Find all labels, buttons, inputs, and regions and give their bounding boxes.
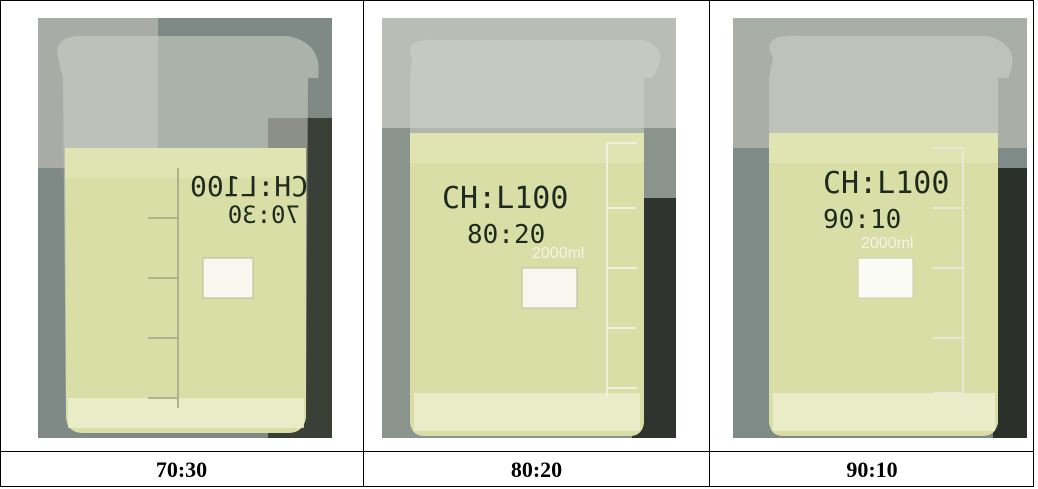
caption-90-10: 90:10 [846, 457, 898, 482]
column-divider [709, 0, 710, 487]
beaker-volume-marking: 2000ml [861, 235, 913, 252]
caption-70-30: 70:30 [155, 457, 208, 482]
beaker-photo-80-20: CH:L100 80:20 2000ml [382, 18, 676, 438]
caption-divider [0, 451, 1034, 452]
beaker-volume-marking: 2000ml [532, 245, 584, 262]
beaker-photo-70-30: CH:L100 70:30 [38, 18, 332, 438]
beaker-label-line1: CH:L100 [823, 166, 949, 201]
beaker-label-line1: CH:L100 [442, 181, 568, 216]
beaker-label-line2: 70:30 [228, 201, 300, 229]
beaker-label-line1: CH:L100 [190, 170, 308, 203]
beaker-label-line2: 90:10 [823, 205, 901, 235]
column-divider [363, 0, 364, 487]
beaker-label-line2: 80:20 [467, 220, 545, 250]
beaker-photo-90-10: CH:L100 90:10 2000ml [733, 18, 1027, 438]
caption-80-20: 80:20 [510, 457, 563, 482]
